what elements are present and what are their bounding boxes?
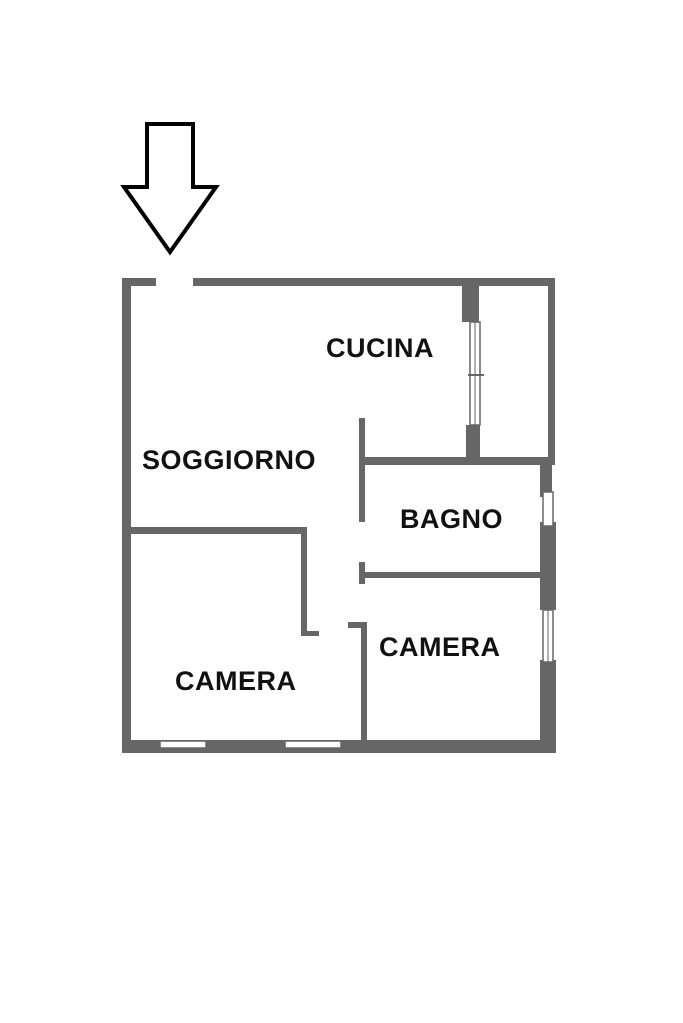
outer-wall-right-top: [548, 278, 555, 458]
room-label-soggiorno: SOGGIORNO: [142, 445, 317, 475]
outer-wall-left: [122, 278, 131, 753]
kitchen-partition-bottom: [466, 425, 480, 458]
room-label-camera-left: CAMERA: [175, 666, 297, 696]
outer-wall-top-left: [122, 278, 156, 286]
bathroom-wall-bottom: [360, 572, 545, 578]
room-label-camera-right: CAMERA: [379, 632, 501, 662]
room-label-bagno: BAGNO: [400, 504, 503, 534]
bedroom-right-wall-outer: [540, 660, 556, 750]
outer-wall-top-right: [193, 278, 555, 286]
bedroom-left-wall-top: [131, 527, 306, 534]
kitchen-wall-bottom: [360, 457, 555, 465]
windows: [159, 321, 554, 749]
bathroom-wall-right-mid: [540, 522, 556, 610]
window-bathroom: [542, 491, 554, 527]
bathroom-wall-right: [540, 457, 552, 497]
room-label-cucina: CUCINA: [326, 333, 434, 363]
soggiorno-divider-top: [359, 418, 365, 522]
bedroom-right-wall-stub: [348, 622, 367, 628]
bedroom-left-wall-right: [301, 527, 307, 635]
bedroom-right-wall-left: [361, 622, 367, 747]
bedroom-left-wall-stub: [301, 631, 319, 636]
bathroom-wall-stub: [359, 562, 365, 584]
window-bedroom-left-1: [159, 740, 207, 749]
entrance-arrow-icon: [120, 122, 220, 256]
kitchen-partition-top: [462, 286, 478, 322]
window-bedroom-left-2: [284, 740, 342, 749]
